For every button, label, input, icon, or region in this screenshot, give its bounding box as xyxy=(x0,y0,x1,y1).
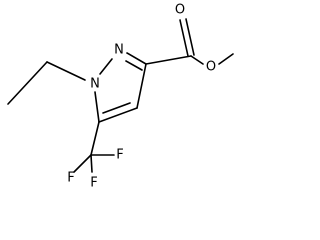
bond-n2-c3-inner xyxy=(125,60,143,71)
bond-c5-cf3 xyxy=(90,121,100,156)
bond-carbonyl-o-ester xyxy=(190,55,204,65)
atom-labels: N N O O F F F xyxy=(67,3,216,191)
bond-cf3-f1 xyxy=(73,154,92,173)
chemical-structure: N N O O F F F xyxy=(7,3,234,191)
bond-cf3-f3 xyxy=(90,154,93,173)
bonds xyxy=(7,18,234,173)
atom-label-f1: F xyxy=(67,171,74,186)
atom-label-n2: N xyxy=(114,43,124,58)
bond-carbonyl-o-double-a xyxy=(179,19,189,57)
bond-ch2-ch3 xyxy=(7,61,48,105)
bond-n1-n2 xyxy=(99,58,113,75)
bond-n2-c3 xyxy=(126,52,147,65)
bond-n1-ch2 xyxy=(46,61,86,81)
bond-c4-c5-inner xyxy=(102,102,131,114)
atom-label-n1: N xyxy=(90,77,100,92)
atom-label-o-carbonyl: O xyxy=(175,3,185,18)
bond-carbonyl-o-double-b xyxy=(185,18,195,56)
atom-label-f3: F xyxy=(90,176,97,191)
bond-c3-carbonyl xyxy=(145,55,192,65)
atom-label-o-ester: O xyxy=(206,60,216,75)
bond-c3-c4 xyxy=(136,63,147,109)
atom-label-f2: F xyxy=(116,148,123,163)
bond-c4-c5 xyxy=(98,107,138,123)
bond-o-methyl xyxy=(218,53,234,65)
bond-c5-n1 xyxy=(94,91,100,123)
